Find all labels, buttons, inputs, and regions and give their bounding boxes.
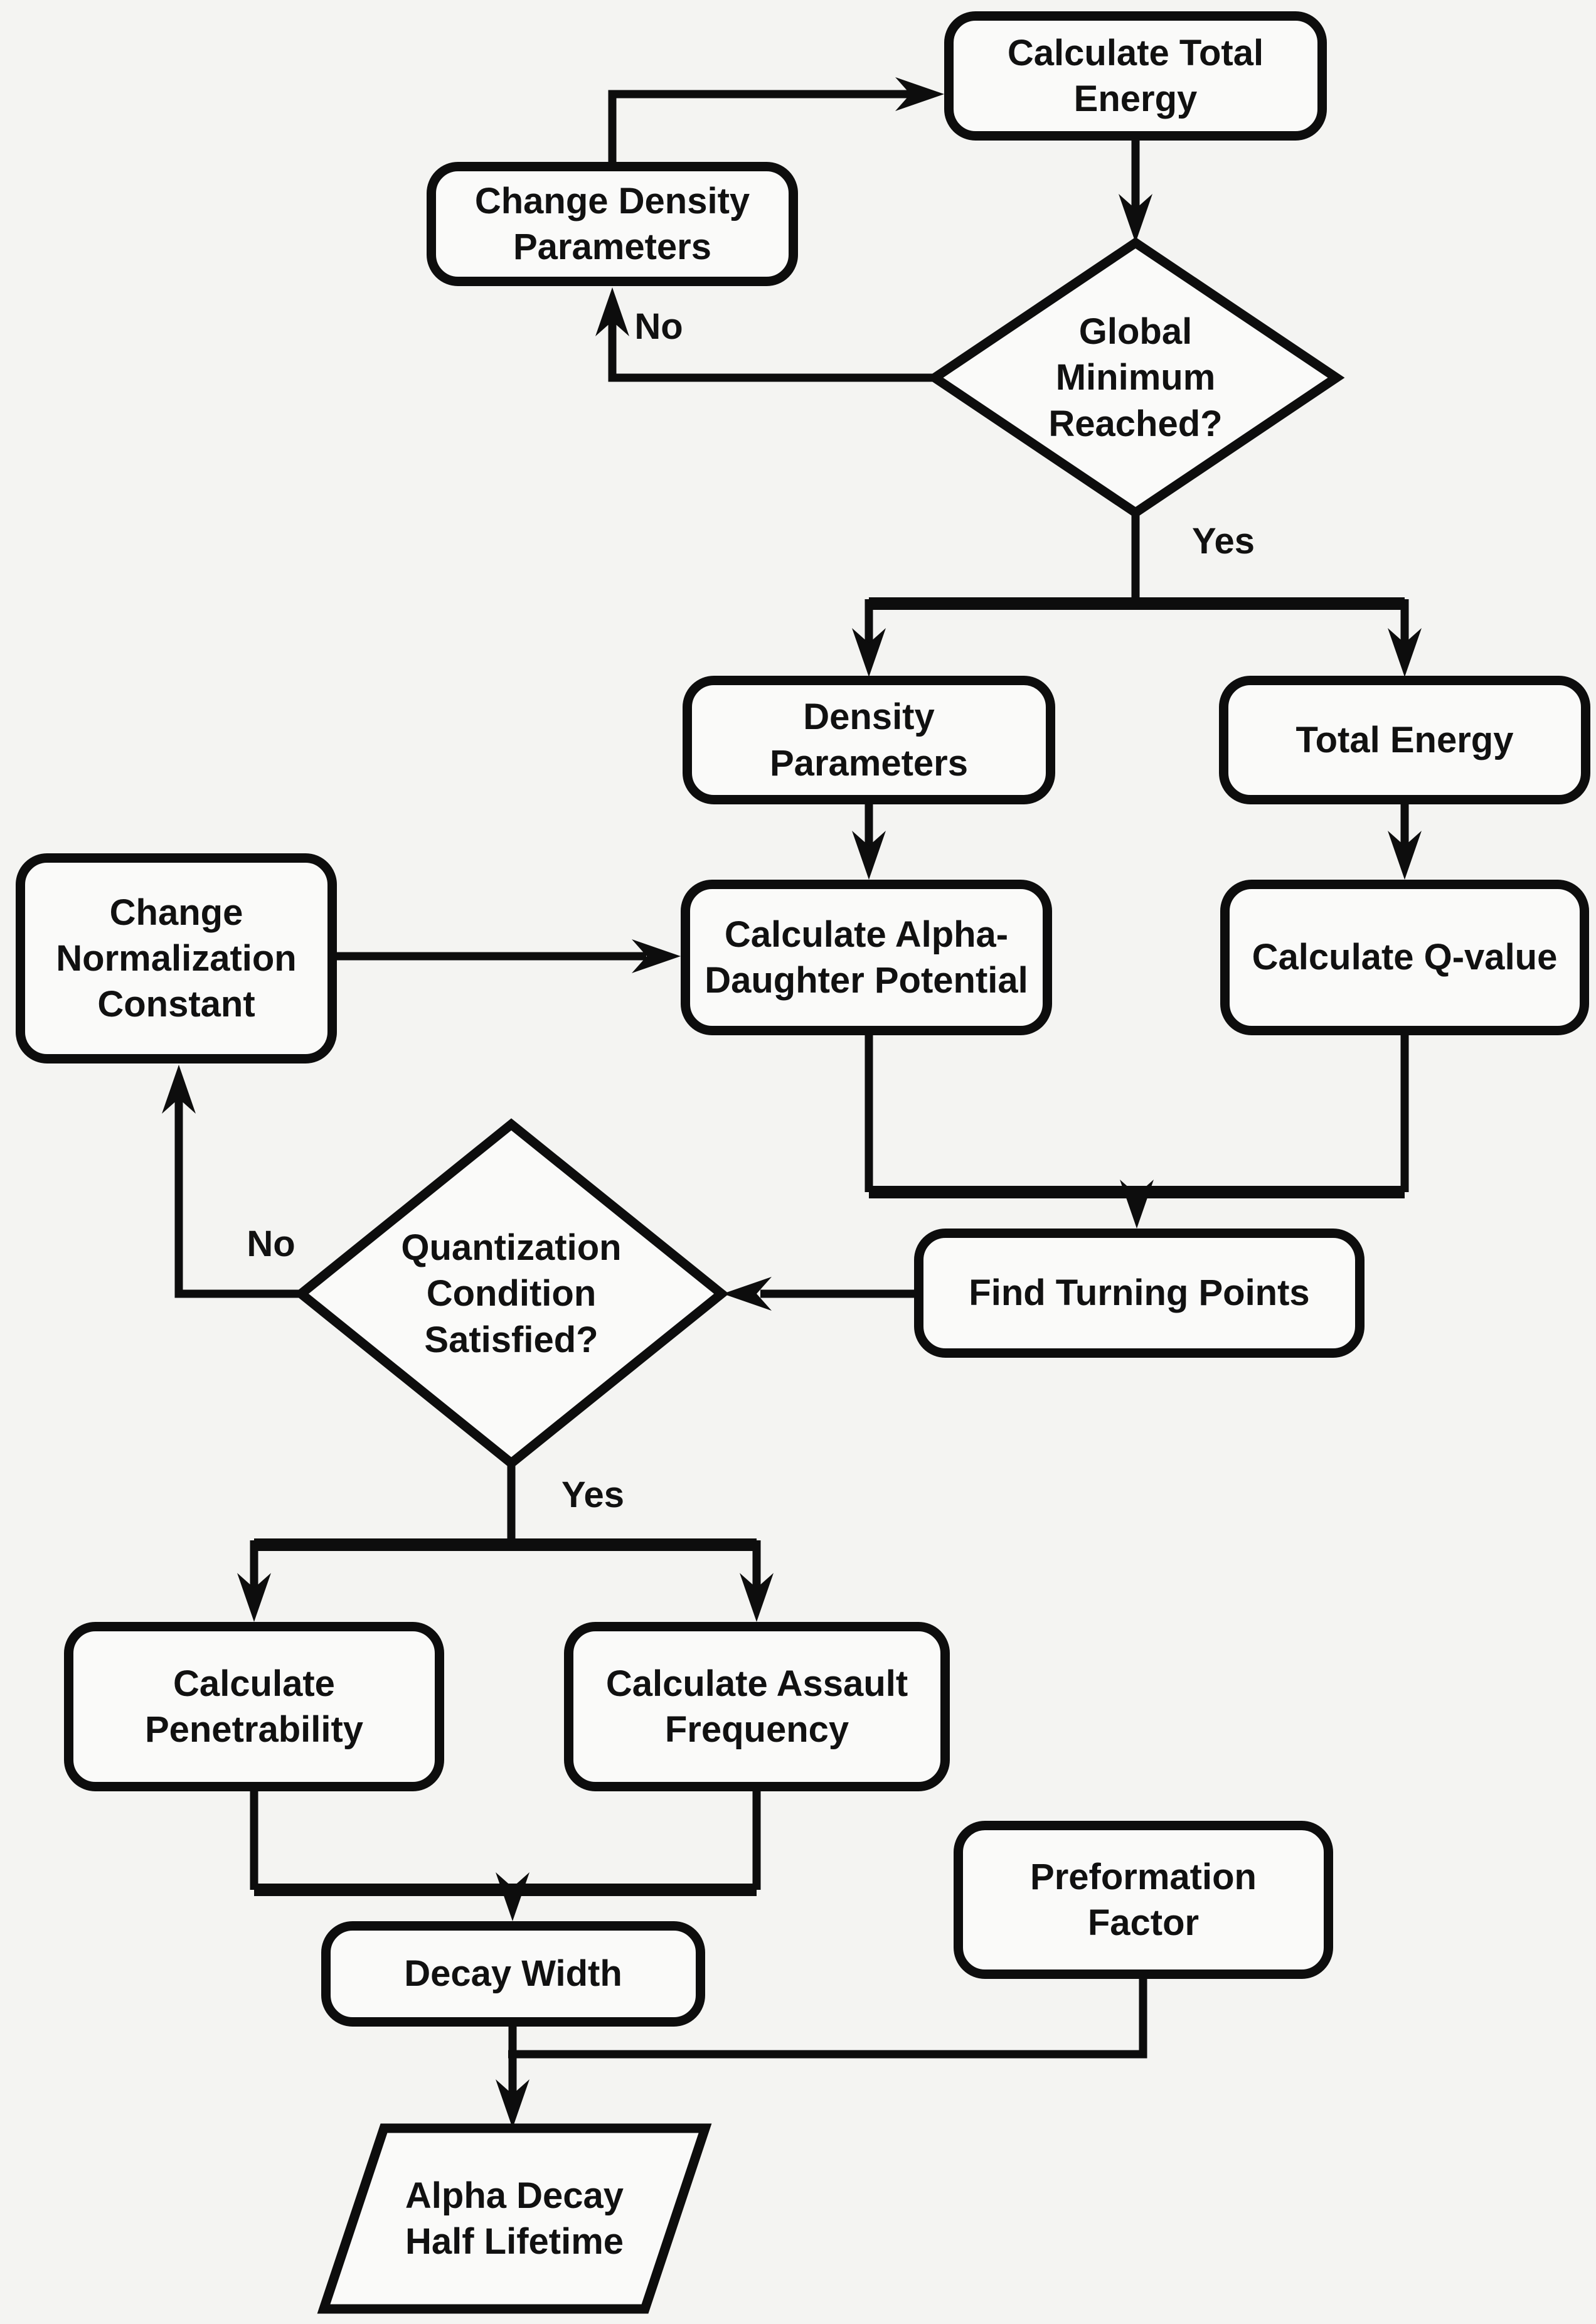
edge-change-density-to-total-energy <box>608 77 944 162</box>
node-total-energy: Total Energy <box>1219 676 1590 804</box>
node-label: Global Minimum Reached? <box>1048 311 1223 444</box>
edge-label-text: No <box>634 306 683 347</box>
edge-total-energy-to-global-minimum <box>1119 141 1152 243</box>
node-label: Change Density Parameters <box>474 180 750 267</box>
node-label: Alpha Decay Half Lifetime <box>405 2175 624 2262</box>
node-decay-width: Decay Width <box>321 1921 705 2027</box>
label-global-minimum-no: No <box>609 300 709 353</box>
node-label: Quantization Condition Satisfied? <box>401 1227 622 1360</box>
edge-density-to-alpha-daughter <box>852 804 886 880</box>
node-label: Calculate Assault Frequency <box>605 1663 908 1750</box>
edge-merge-to-find-turning-points <box>864 1035 1409 1229</box>
node-calculate-alpha-daughter-potential: Calculate Alpha- Daughter Potential <box>681 880 1052 1035</box>
edge-total-energy-to-q-value <box>1388 804 1422 880</box>
node-label: Decay Width <box>404 1953 622 1995</box>
edge-preformation-join <box>508 1979 1147 2059</box>
edge-quantization-no <box>162 1065 301 1298</box>
node-density-parameters: Density Parameters <box>683 676 1055 804</box>
label-quantization-no: No <box>221 1217 321 1270</box>
node-global-minimum-label: Global Minimum Reached? <box>1010 285 1261 470</box>
node-calculate-total-energy: Calculate Total Energy <box>944 11 1327 141</box>
node-change-normalization-constant: Change Normalization Constant <box>16 853 337 1063</box>
half-lifetime-parallelogram <box>317 2123 712 2314</box>
node-change-density-parameters: Change Density Parameters <box>427 162 798 286</box>
edge-global-minimum-yes-split <box>852 513 1422 677</box>
node-label: Preformation Factor <box>1030 1856 1257 1943</box>
node-label: Calculate Alpha- Daughter Potential <box>705 914 1028 1001</box>
node-label: Calculate Penetrability <box>144 1663 364 1750</box>
node-label: Density Parameters <box>770 696 968 784</box>
label-quantization-yes: Yes <box>536 1468 649 1521</box>
node-label: Find Turning Points <box>969 1272 1310 1314</box>
edge-decay-width-to-half-lifetime <box>496 2027 529 2128</box>
edge-global-minimum-no <box>595 287 935 382</box>
node-alpha-decay-half-lifetime-label: Alpha Decay Half Lifetime <box>358 2156 671 2281</box>
node-calculate-assault-frequency: Calculate Assault Frequency <box>564 1622 950 1791</box>
node-label: Total Energy <box>1295 719 1514 760</box>
node-label: Change Normalization Constant <box>56 892 297 1025</box>
node-quantization-condition-label: Quantization Condition Satisfied? <box>354 1202 668 1386</box>
node-label: Calculate Total Energy <box>1007 32 1264 119</box>
node-find-turning-points: Find Turning Points <box>914 1229 1365 1358</box>
node-calculate-q-value: Calculate Q-value <box>1220 880 1589 1035</box>
node-calculate-penetrability: Calculate Penetrability <box>64 1622 444 1791</box>
node-label: Calculate Q-value <box>1252 937 1558 978</box>
edge-turning-points-to-quantization <box>723 1277 914 1311</box>
label-global-minimum-yes: Yes <box>1167 514 1280 567</box>
edge-merge-to-decay-width <box>250 1791 761 1921</box>
edge-label-text: No <box>247 1223 295 1264</box>
edge-label-text: Yes <box>1192 520 1255 562</box>
edge-label-text: Yes <box>561 1474 624 1515</box>
node-preformation-factor: Preformation Factor <box>954 1821 1333 1979</box>
edge-normalization-to-alpha-daughter <box>337 939 681 973</box>
edge-quantization-yes-split <box>237 1463 774 1622</box>
